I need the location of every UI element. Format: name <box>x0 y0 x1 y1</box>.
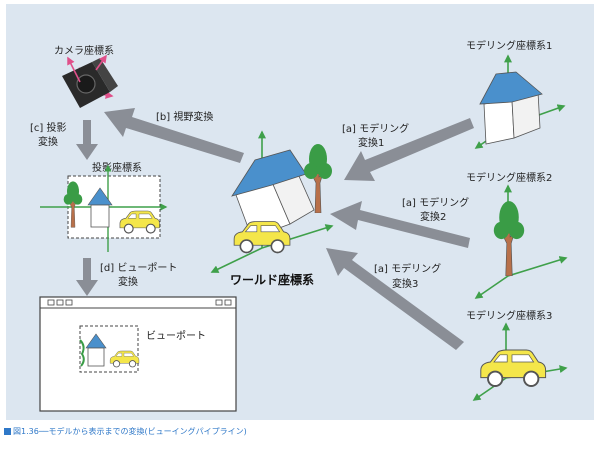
arrow-model-2 <box>330 201 470 248</box>
arrow-viewport <box>76 258 98 296</box>
viewport-label: ビューポート <box>146 330 206 342</box>
caption-square-icon <box>4 428 11 435</box>
viewport-screen <box>39 296 237 412</box>
transform-a3-line1: [a] モデリング <box>374 262 441 275</box>
arrow-projection <box>76 120 98 160</box>
car-model <box>472 322 568 401</box>
arrow-model-3 <box>326 248 464 350</box>
transform-a1-line1: [a] モデリング <box>342 122 409 135</box>
transform-a1-line2: 変換1 <box>358 136 384 149</box>
transform-a2-line2: 変換2 <box>420 210 446 223</box>
house-model <box>474 54 566 149</box>
transform-d-line2: 変換 <box>118 275 138 288</box>
camera-icon <box>62 54 118 108</box>
projection-scene <box>40 164 168 252</box>
caption-label: 図1.36 <box>13 427 39 436</box>
camera-system-label: カメラ座標系 <box>54 44 114 57</box>
transform-a2-line1: [a] モデリング <box>402 196 469 209</box>
projection-system-label: 投影座標系 <box>92 161 142 174</box>
figure-caption: 図1.36──モデルから表示までの変換(ビューイングパイプライン) <box>4 426 247 437</box>
caption-text: ──モデルから表示までの変換(ビューイングパイプライン) <box>38 427 247 436</box>
world-scene <box>210 130 334 273</box>
transform-d-line1: [d] ビューポート <box>100 262 177 274</box>
transform-c-line1: [c] 投影 <box>30 121 66 134</box>
transform-a3-line2: 変換3 <box>392 277 418 290</box>
model-system-1-label: モデリング座標系1 <box>466 39 552 52</box>
transform-c-line2: 変換 <box>38 135 58 148</box>
model-system-2-label: モデリング座標系2 <box>466 171 552 184</box>
arrow-model-1 <box>344 118 474 181</box>
tree-model <box>474 184 568 299</box>
transform-b-label: [b] 視野変換 <box>156 110 213 123</box>
transform-arrows <box>76 108 474 350</box>
model-system-3-label: モデリング座標系3 <box>466 309 552 322</box>
world-system-label: ワールド座標系 <box>230 272 314 287</box>
arrow-view <box>104 108 244 163</box>
